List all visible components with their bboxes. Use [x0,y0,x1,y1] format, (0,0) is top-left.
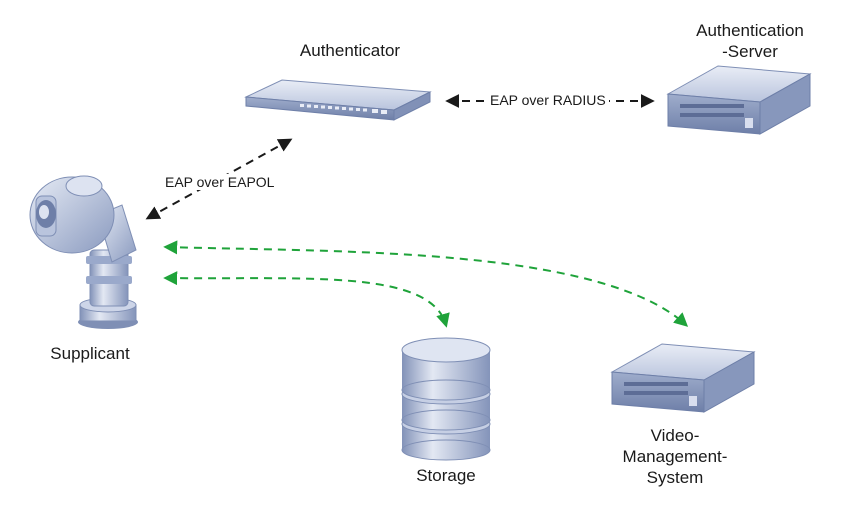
storage-label: Storage [416,466,476,485]
vms-label-line-1: Video- [650,426,700,445]
supplicant-label: Supplicant [50,344,130,363]
vms-label-line-3: System [646,468,704,487]
eap-over-radius-label: EAP over RADIUS [487,92,609,108]
authentication-server-label-line-1: Authentication [696,21,804,40]
database-icon [401,337,491,461]
network-switch-icon [244,79,432,121]
vms-label-line-2: Management- [622,447,728,466]
rack-server-icon [610,343,756,413]
ptz-camera-icon [29,175,138,329]
edge-supplicant-storage [163,271,450,328]
authenticator-label: Authenticator [299,41,401,60]
edge-supplicant-vms [163,240,689,327]
vms-label: Video- Management- System [600,425,750,488]
eap-over-eapol-label: EAP over EAPOL [162,174,278,190]
authentication-server-label: Authentication -Server [665,20,835,62]
authentication-server-label-line-2: -Server [722,42,778,61]
rack-server-icon [666,65,812,135]
